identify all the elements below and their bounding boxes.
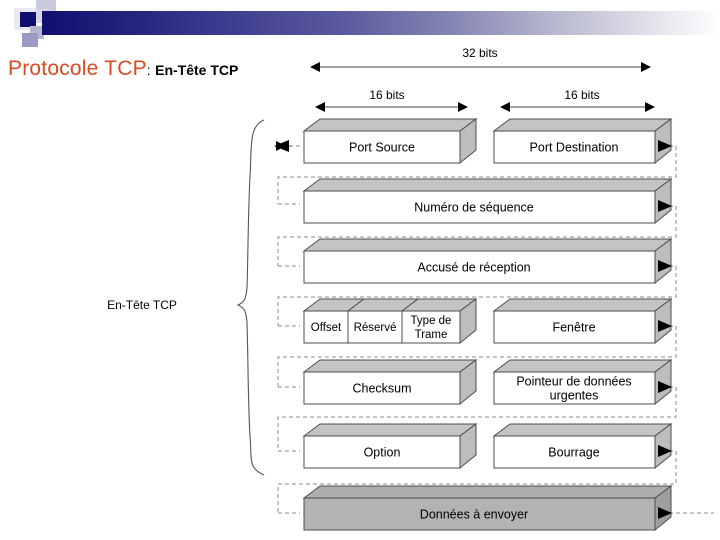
box-label-line2: Trame — [415, 329, 448, 341]
box-label: Option — [364, 445, 401, 459]
box-port-destination[interactable]: Port Destination — [492, 118, 673, 165]
box-label: Accusé de réception — [417, 260, 530, 274]
row-checksum: Checksum Pointeur de données urgentes — [302, 359, 673, 406]
box-donnees-a-envoyer[interactable]: Données à envoyer — [302, 485, 673, 532]
box-label: Données à envoyer — [420, 507, 528, 521]
flow-arrow — [658, 381, 672, 393]
row-options: Option Bourrage — [302, 423, 673, 470]
flow-arrow — [658, 260, 672, 272]
box-offset[interactable]: Offset — [302, 298, 366, 344]
row-flags: Offset Réservé Type de Trame Fenêtre — [302, 298, 673, 345]
title-main-text: Protocole TCP — [8, 57, 147, 80]
box-label: Bourrage — [548, 445, 599, 459]
mosaic-square-7 — [22, 33, 38, 47]
box-label: Offset — [311, 322, 342, 334]
flow-arrow — [658, 200, 672, 212]
flow-arrow — [658, 320, 672, 332]
row-data: Données à envoyer — [302, 485, 673, 532]
dimension-16-bits-left-label: 16 bits — [369, 88, 404, 102]
box-label: Port Destination — [530, 140, 619, 154]
dimension-16-bits-left: 16 bits — [315, 88, 468, 112]
dimension-16-bits-right: 16 bits — [500, 88, 655, 112]
box-port-source[interactable]: Port Source — [302, 118, 478, 165]
row-ack: Accusé de réception — [302, 238, 673, 285]
box-pointeur-donnees-urgentes[interactable]: Pointeur de données urgentes — [492, 359, 673, 406]
dimension-32-bits-label: 32 bits — [462, 46, 497, 60]
header-gradient-bar — [42, 11, 720, 35]
title-subtitle-text: En-Tête TCP — [155, 62, 239, 78]
header-decoration-band — [0, 0, 720, 47]
row-ports: Port Source Port Destination — [302, 118, 673, 165]
box-fenetre[interactable]: Fenêtre — [492, 298, 673, 345]
box-label: Fenêtre — [552, 320, 595, 334]
box-bourrage[interactable]: Bourrage — [492, 423, 673, 470]
box-label: Réservé — [354, 322, 397, 334]
box-label: Checksum — [352, 381, 411, 395]
mosaic-square-3 — [20, 12, 36, 27]
box-label-line1: Pointeur de données — [516, 374, 631, 388]
flow-arrow — [658, 507, 672, 519]
title-separator: : — [146, 62, 151, 78]
box-label-line2: urgentes — [550, 388, 599, 402]
flow-arrow — [658, 445, 672, 457]
dimension-16-bits-right-label: 16 bits — [564, 88, 599, 102]
row-sequence: Numéro de séquence — [302, 178, 673, 225]
flow-arrow — [658, 140, 672, 152]
mosaic-square-1 — [0, 0, 14, 16]
page-title: Protocole TCP: En-Tête TCP — [8, 57, 238, 81]
box-type-de-trame[interactable]: Type de Trame — [400, 298, 478, 345]
box-label: Numéro de séquence — [414, 200, 534, 214]
box-reserve[interactable]: Réservé — [346, 298, 420, 344]
box-option[interactable]: Option — [302, 423, 478, 470]
box-accuse-de-reception[interactable]: Accusé de réception — [302, 238, 673, 285]
box-label-line1: Type de — [411, 315, 452, 327]
box-checksum[interactable]: Checksum — [302, 359, 478, 406]
box-label: Port Source — [349, 140, 415, 154]
dimension-32-bits: 32 bits — [310, 46, 651, 72]
input-arrow-row1 — [274, 140, 289, 152]
en-tete-tcp-brace: En-Tête TCP — [107, 119, 265, 476]
en-tete-tcp-brace-label: En-Tête TCP — [107, 298, 177, 312]
header-gradient-cap — [42, 11, 48, 35]
box-numero-de-sequence[interactable]: Numéro de séquence — [302, 178, 673, 225]
